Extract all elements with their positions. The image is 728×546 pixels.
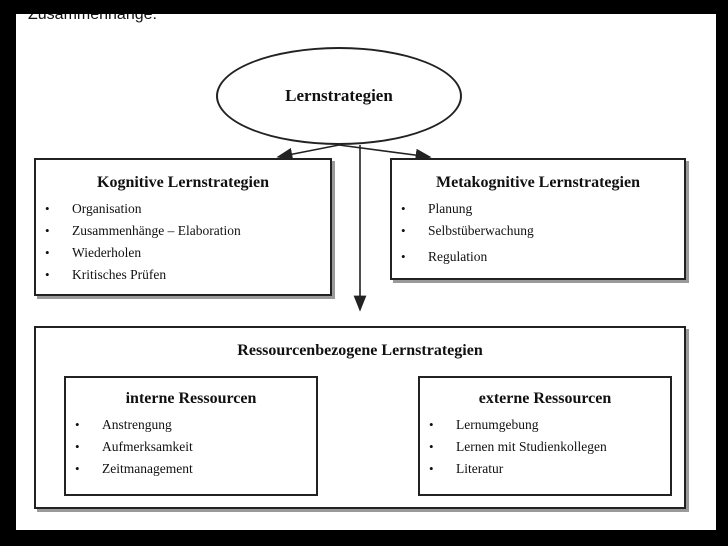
arrow-to-cognitive bbox=[276, 144, 340, 161]
list-item: •Lernen mit Studienkollegen bbox=[420, 436, 670, 458]
connector-arrows bbox=[276, 144, 432, 312]
list-item: •Zusammenhänge – Elaboration bbox=[36, 220, 330, 242]
bullet-icon: • bbox=[75, 417, 80, 432]
metacognitive-strategies-box: Metakognitive Lernstrategien •Planung •S… bbox=[390, 158, 686, 280]
bullet-icon: • bbox=[429, 417, 434, 432]
list-item: •Anstrengung bbox=[66, 414, 316, 436]
internal-title: interne Ressourcen bbox=[125, 390, 257, 407]
root-node-label: Lernstrategien bbox=[285, 86, 393, 105]
list-item: •Regulation bbox=[392, 246, 684, 268]
list-item: •Wiederholen bbox=[36, 242, 330, 264]
bullet-icon: • bbox=[401, 223, 406, 238]
list-item: •Organisation bbox=[36, 198, 330, 220]
list-item: •Selbstüberwachung bbox=[392, 220, 684, 242]
external-list: •Lernumgebung •Lernen mit Studienkollege… bbox=[420, 414, 670, 480]
metacognitive-list: •Planung •Selbstüberwachung •Regulation bbox=[392, 198, 684, 268]
cognitive-strategies-box: Kognitive Lernstrategien •Organisation •… bbox=[34, 158, 332, 296]
bullet-icon: • bbox=[429, 439, 434, 454]
internal-resources-box: interne Ressourcen •Anstrengung •Aufmerk… bbox=[64, 376, 318, 496]
bullet-icon: • bbox=[45, 245, 50, 260]
bullet-icon: • bbox=[401, 201, 406, 216]
internal-list: •Anstrengung •Aufmerksamkeit •Zeitmanage… bbox=[66, 414, 316, 480]
bullet-icon: • bbox=[45, 201, 50, 216]
external-resources-box: externe Ressourcen •Lernumgebung •Lernen… bbox=[418, 376, 672, 496]
bullet-icon: • bbox=[429, 461, 434, 476]
root-node-ellipse: Lernstrategien bbox=[216, 47, 462, 145]
slide-page: Zusammenhänge: Lernstrategien Kognitive … bbox=[16, 14, 716, 530]
metacognitive-title: Metakognitive Lernstrategien bbox=[436, 174, 640, 191]
bullet-icon: • bbox=[401, 249, 406, 264]
bullet-icon: • bbox=[45, 223, 50, 238]
cognitive-title: Kognitive Lernstrategien bbox=[97, 174, 269, 191]
external-title: externe Ressourcen bbox=[478, 390, 612, 407]
intro-text: Zusammenhänge: bbox=[28, 14, 157, 23]
bullet-icon: • bbox=[75, 461, 80, 476]
bullet-icon: • bbox=[75, 439, 80, 454]
arrow-to-metacognitive bbox=[338, 144, 432, 162]
list-item: •Literatur bbox=[420, 458, 670, 480]
list-item: •Kritisches Prüfen bbox=[36, 264, 330, 286]
list-item: •Aufmerksamkeit bbox=[66, 436, 316, 458]
resources-title: Ressourcenbezogene Lernstrategien bbox=[237, 342, 483, 359]
cognitive-list: •Organisation •Zusammenhänge – Elaborati… bbox=[36, 198, 330, 286]
list-item: •Planung bbox=[392, 198, 684, 220]
list-item: •Lernumgebung bbox=[420, 414, 670, 436]
list-item: •Zeitmanagement bbox=[66, 458, 316, 480]
bullet-icon: • bbox=[45, 267, 50, 282]
